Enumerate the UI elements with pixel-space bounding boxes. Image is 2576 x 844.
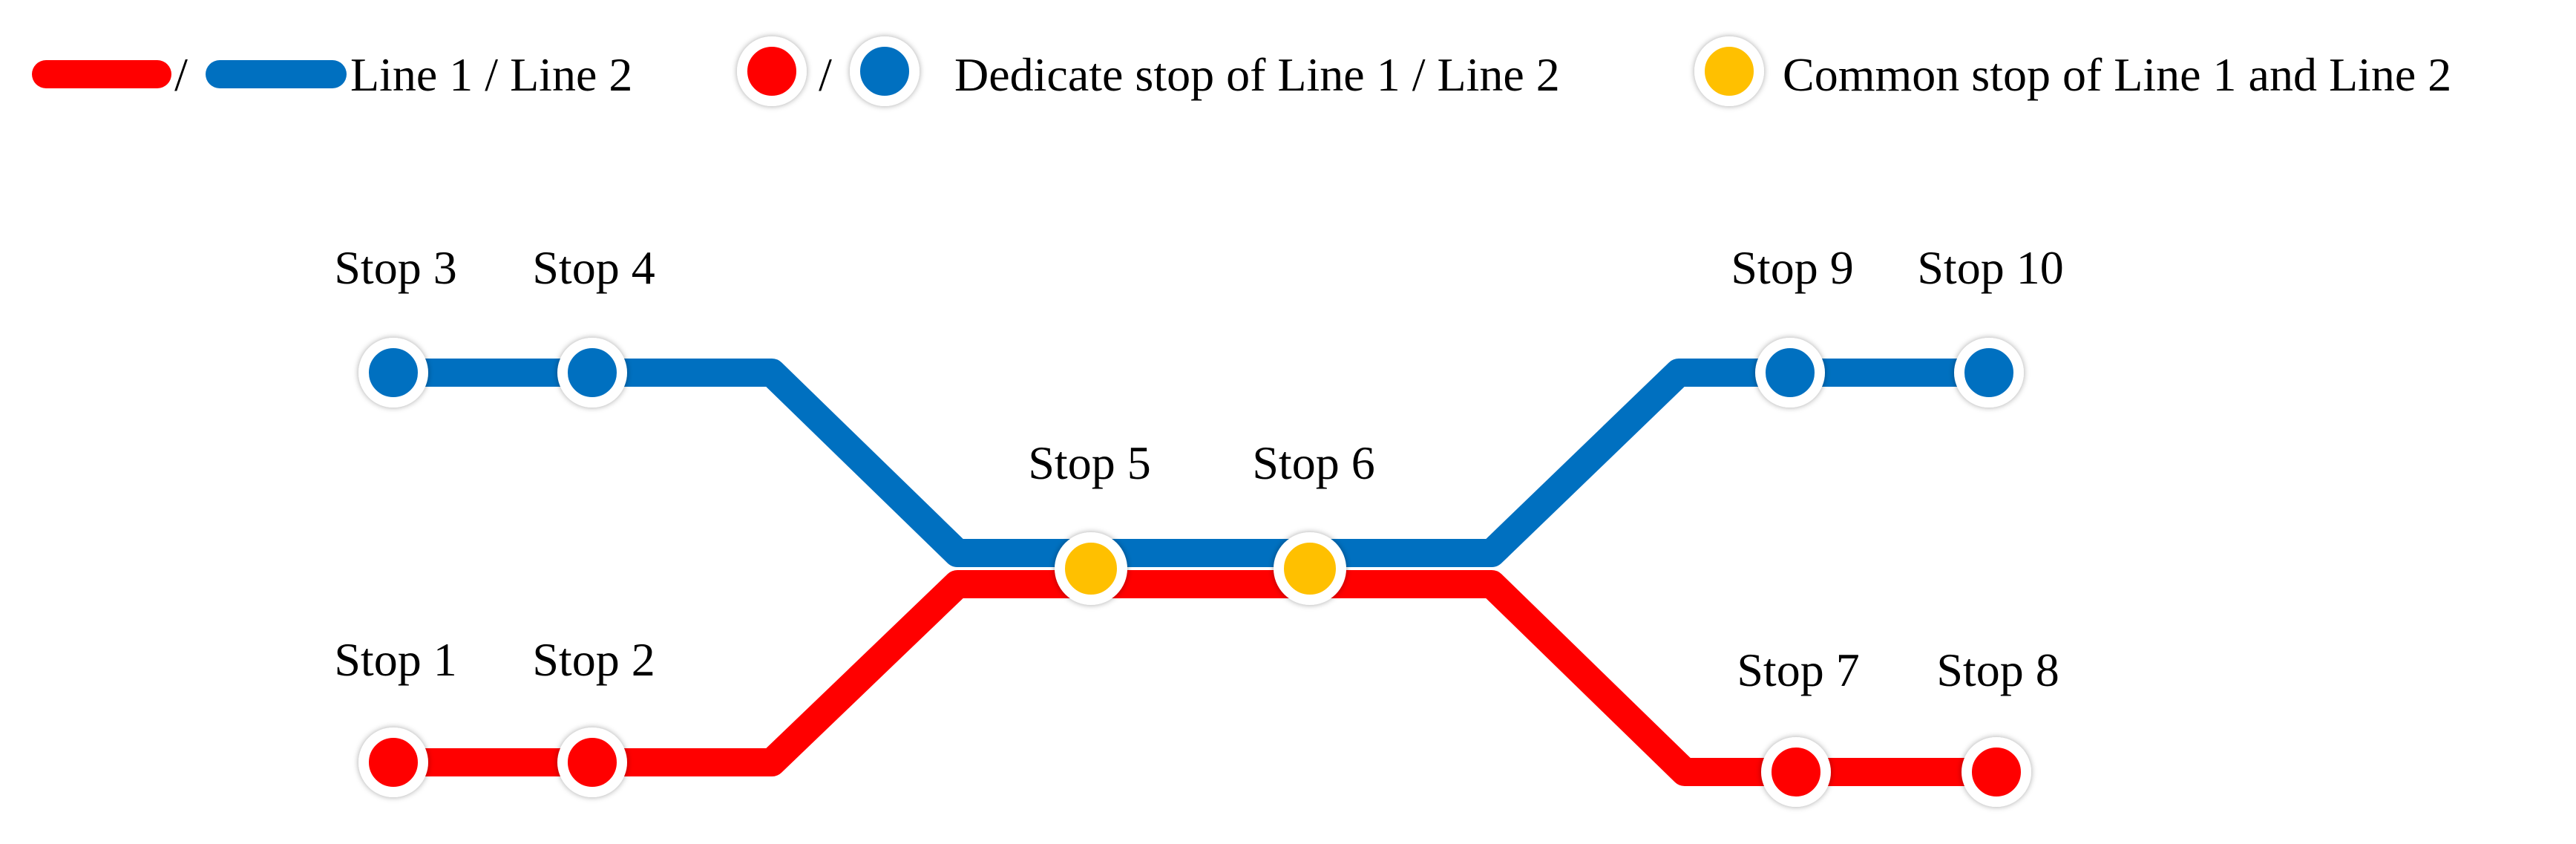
line-2-path [379, 359, 2003, 567]
route-paths [379, 359, 2010, 786]
stop-4-marker [557, 338, 627, 408]
stop-4: Stop 4 [532, 241, 655, 408]
stop-7-marker [1761, 737, 1831, 807]
stop-6: Stop 6 [1252, 436, 1375, 605]
legend-dedicated-stop-separator: / [819, 48, 832, 101]
legend-line-separator: / [174, 48, 188, 101]
stop-8-marker [1962, 737, 2031, 807]
legend-common-stop-item: Common stop of Line 1 and Line 2 [1694, 36, 2451, 106]
legend-dedicated-stop-line-1-marker [737, 36, 807, 106]
stop-1: Stop 1 [334, 633, 457, 797]
stop-8-label: Stop 8 [1936, 644, 2059, 696]
stop-3-marker [358, 338, 428, 408]
legend-common-stop-label: Common stop of Line 1 and Line 2 [1783, 48, 2451, 101]
stop-1-label: Stop 1 [334, 633, 456, 686]
stop-3-label: Stop 3 [334, 241, 456, 294]
stop-2: Stop 2 [532, 633, 655, 797]
stops: Stop 1 Stop 2 Stop 3 Stop 4 Stop 5 Stop … [334, 241, 2064, 807]
stop-1-marker [358, 727, 428, 797]
stop-10-label: Stop 10 [1917, 241, 2063, 294]
stop-9: Stop 9 [1731, 241, 1854, 408]
stop-5-label: Stop 5 [1028, 436, 1150, 489]
stop-8: Stop 8 [1936, 644, 2059, 807]
stop-3: Stop 3 [334, 241, 457, 408]
stop-5: Stop 5 [1028, 436, 1151, 605]
legend-dedicated-stop-line-2-marker [850, 36, 920, 106]
legend-line-label: Line 1 / Line 2 [350, 48, 632, 101]
stop-7-label: Stop 7 [1737, 644, 1859, 696]
stop-2-label: Stop 2 [532, 633, 655, 686]
legend: / Line 1 / Line 2 / Dedicate stop of Lin… [32, 36, 2451, 106]
stop-9-marker [1755, 338, 1825, 408]
legend-line-item: / Line 1 / Line 2 [32, 48, 632, 101]
stop-6-marker [1274, 532, 1346, 605]
stop-6-label: Stop 6 [1252, 436, 1374, 489]
stop-2-marker [557, 727, 627, 797]
stop-5-marker [1055, 532, 1127, 605]
legend-dedicated-stop-label: Dedicate stop of Line 1 / Line 2 [954, 48, 1560, 101]
stop-10: Stop 10 [1917, 241, 2064, 408]
stop-9-label: Stop 9 [1731, 241, 1853, 294]
line-1-path [379, 570, 2010, 786]
stop-7: Stop 7 [1737, 644, 1860, 807]
legend-dedicated-stop-item: / Dedicate stop of Line 1 / Line 2 [737, 36, 1560, 106]
stop-4-label: Stop 4 [532, 241, 655, 294]
legend-common-stop-marker [1694, 36, 1764, 106]
stop-10-marker [1954, 338, 2024, 408]
